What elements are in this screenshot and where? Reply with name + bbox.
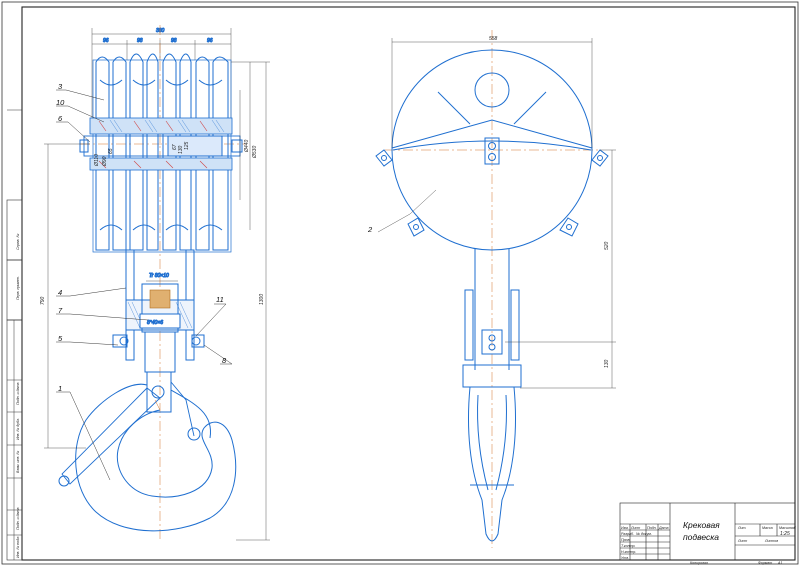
side-label-0: Перв. примен. [16, 276, 20, 300]
tb-scale-label: Масштаб [779, 526, 797, 530]
dim-790: 790 [40, 296, 46, 305]
left-view: 380 96 98 98 96 [58, 25, 245, 540]
dim-125: 125 [184, 141, 190, 150]
callout-10: 10 [56, 98, 65, 107]
tb-data: Дата [658, 526, 668, 530]
dim-96b: 96 [207, 38, 213, 44]
callout-1: 1 [58, 384, 62, 393]
dim-65: 65 [108, 148, 114, 154]
tb-podp: Подп. [647, 526, 657, 530]
dim-98b: 98 [171, 38, 177, 44]
side-strip: Перв. примен. Справ. № Подп. и дата Инв.… [6, 109, 23, 561]
dim-67: 67 [172, 144, 178, 150]
dim-130r: 130 [604, 359, 610, 368]
tb-sheets: Листов [764, 539, 778, 543]
tb-sheet: Лист [737, 539, 747, 543]
tb-copied: Копировал [690, 561, 708, 565]
tb-prov: Пров. [621, 538, 630, 542]
tb-razrab: Разраб. [621, 532, 634, 536]
tb-mass: Масса [762, 526, 773, 530]
callout-7: 7 [58, 306, 63, 315]
tb-tkontr: Т.контр. [621, 544, 636, 548]
dim-96a: 96 [103, 38, 109, 44]
callout-3: 3 [58, 82, 63, 91]
tb-utv: Утв. [621, 556, 629, 560]
tb-ndok: № докум. [636, 532, 652, 536]
tb-scale: 1:25 [780, 531, 790, 537]
left-dimensions [44, 61, 270, 541]
dim-d530: Ø530 [252, 146, 258, 159]
callout-5: 5 [58, 334, 63, 343]
sheave-4 [195, 56, 229, 251]
right-view [375, 30, 609, 548]
dim-1300: 1300 [259, 294, 265, 305]
side-label-2: Подп. и дата [16, 383, 20, 406]
dim-558: 558 [489, 36, 498, 42]
title-line1: Крековая [683, 520, 720, 530]
dim-380: 380 [156, 28, 165, 34]
sheave-1 [95, 56, 127, 251]
tb-nkontr: Н.контр. [621, 550, 636, 554]
dim-520: 520 [604, 241, 610, 250]
callout-4: 4 [58, 288, 62, 297]
dim-98a: 98 [137, 38, 143, 44]
dim-thread: Tr 80×10 [149, 273, 169, 279]
title-block [619, 502, 796, 561]
sheave-3 [162, 53, 192, 251]
side-label-4: Взам. инв. № [16, 451, 20, 473]
tb-izm: Изм. [621, 526, 629, 530]
tb-list: Лист [630, 526, 640, 530]
drawing-frame [21, 6, 796, 561]
dim-d110: Ø110 [94, 154, 100, 167]
callout-11: 11 [216, 295, 224, 304]
sheave-2 [129, 53, 159, 251]
side-label-6: Инв. № подл. [16, 536, 20, 558]
dim-d440: Ø440 [244, 140, 250, 153]
dim-bearing: 8°40×6 [147, 320, 163, 326]
side-label-5: Подп. и дата [16, 508, 20, 531]
callout-2: 2 [367, 225, 373, 234]
title-line2: подвеска [683, 532, 719, 542]
right-dimensions [377, 38, 616, 389]
dim-130: 130 [178, 145, 184, 154]
tb-format-value: А1 [777, 561, 782, 565]
side-label-1: Справ. № [16, 234, 20, 250]
tb-lit: Лит. [737, 526, 746, 530]
callout-8: 8 [222, 356, 227, 365]
callout-6: 6 [58, 114, 63, 123]
side-label-3: Инв. № дубл. [16, 418, 20, 440]
tb-format: Формат [758, 561, 772, 565]
callout-leaders [56, 89, 233, 481]
dim-d90: Ø90 [102, 156, 108, 167]
